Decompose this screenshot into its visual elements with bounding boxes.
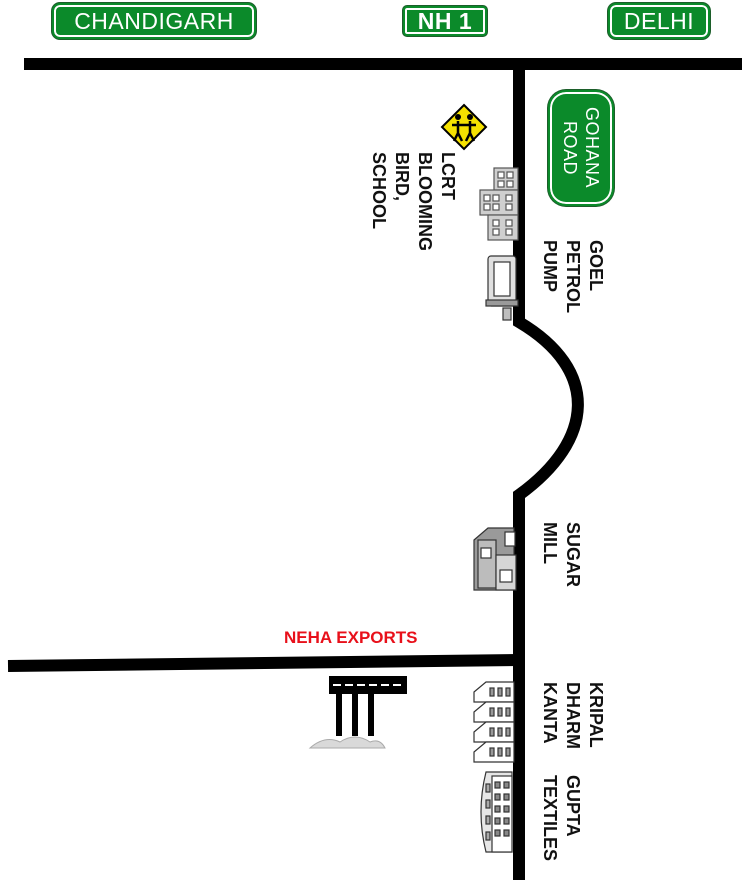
gupta-textiles-label: GUPTA TEXTILES	[540, 775, 583, 862]
kripal-dharm-kanta-label: KRIPAL DHARM KANTA	[540, 682, 606, 749]
gohana-road-sign: GOHANA ROAD	[548, 90, 614, 206]
dharm-kanta-buildings-icon	[473, 681, 515, 763]
sugar-mill-house-icon	[473, 527, 517, 591]
roads	[7, 58, 742, 880]
school-label: LCRT BLOOMING BIRD, SCHOOL	[369, 152, 458, 251]
delhi-sign: DELHI	[608, 3, 710, 39]
petrol-pump-icon	[485, 255, 519, 321]
school-building-icon	[479, 167, 519, 241]
factory-icon	[308, 676, 407, 749]
gohana-road	[513, 68, 584, 880]
school-crossing-icon	[440, 103, 488, 151]
petrol-pump-label: GOEL PETROL PUMP	[540, 240, 606, 314]
neha-exports-label: NEHA EXPORTS	[284, 628, 418, 647]
chandigarh-sign: CHANDIGARH	[52, 3, 256, 39]
textiles-building-icon	[480, 771, 513, 853]
nh1-sign: NH 1	[403, 6, 487, 36]
neha-exports-road	[7, 654, 520, 672]
sugar-mill-label: SUGAR MILL	[540, 522, 583, 588]
